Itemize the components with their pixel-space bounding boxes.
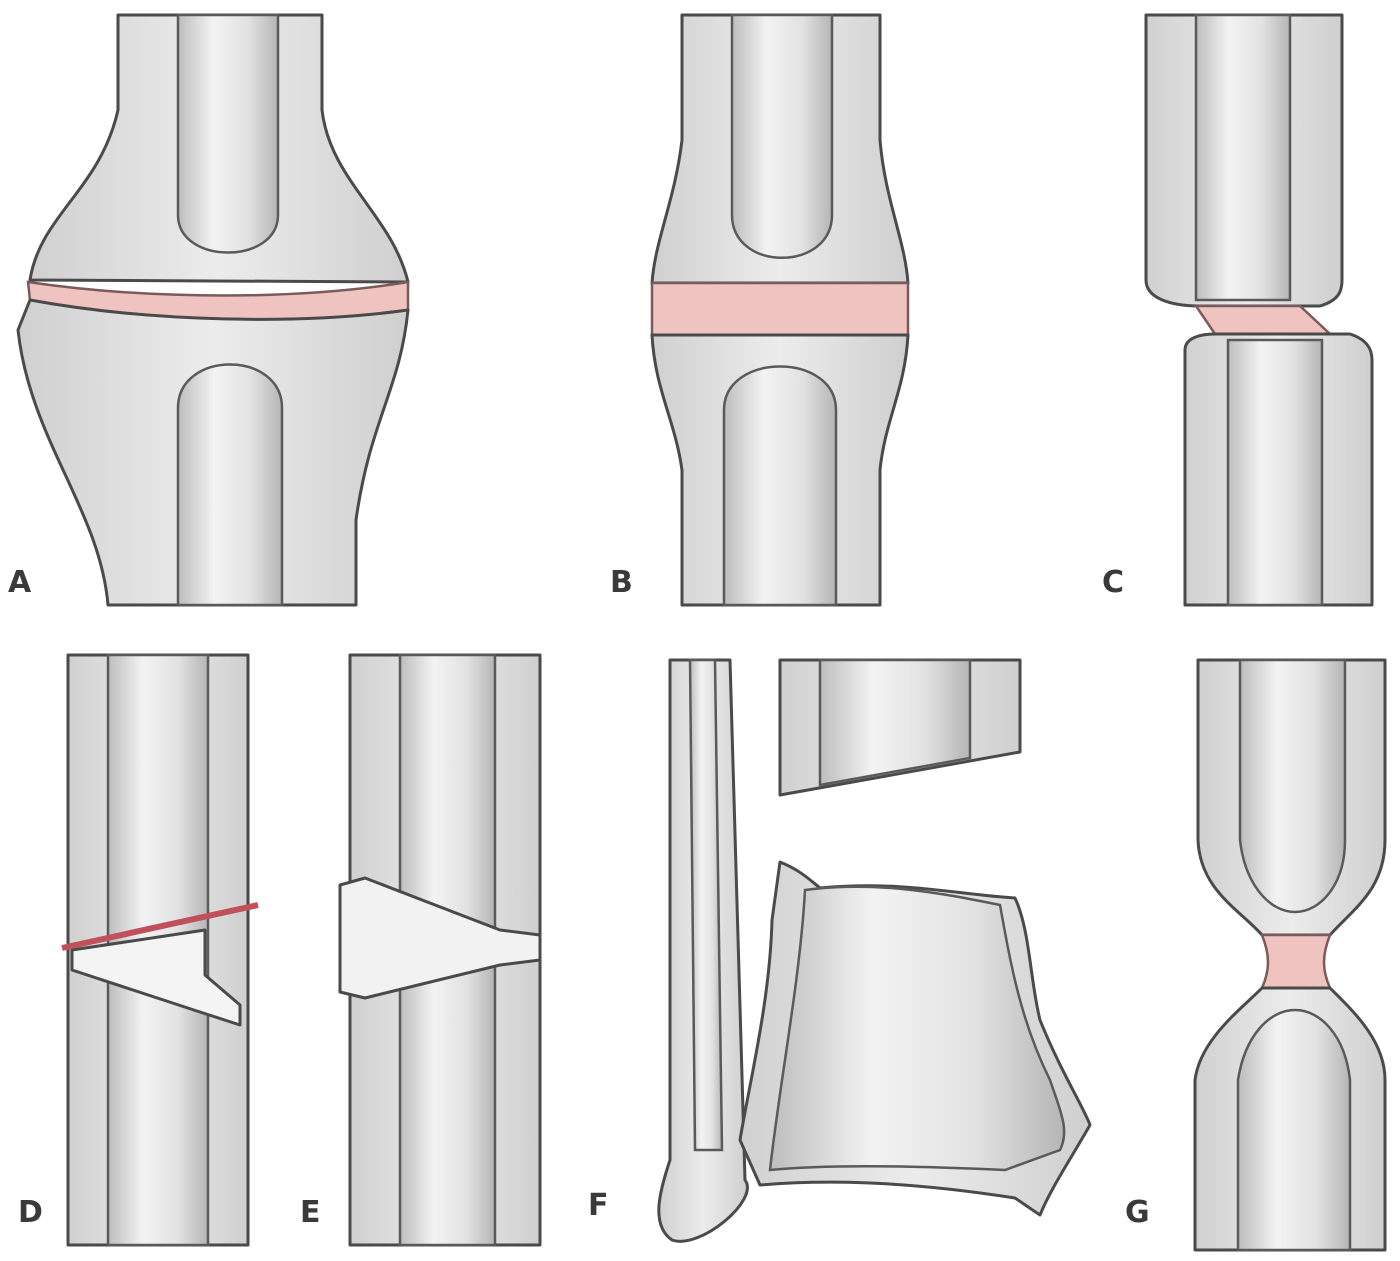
panel-c-joint [1146,15,1372,605]
panel-label-d: D [18,1195,44,1230]
panel-label-f: F [588,1188,610,1223]
panel-e-bone [340,655,540,1245]
panel-b-cartilage [652,283,908,335]
panel-label-b: B [610,565,634,600]
panel-b-lower-shaft [724,367,836,606]
panel-d-bone [62,655,258,1245]
panel-a-upper-shaft [178,15,278,253]
panel-label-a: A [8,565,32,600]
panel-label-c: C [1102,565,1125,600]
panel-c-lower-shaft [1228,340,1322,605]
panel-g-upper-shaft [1240,660,1345,912]
panel-g-cartilage [1262,935,1330,988]
panel-label-g: G [1125,1195,1151,1230]
panel-b-joint [652,15,908,605]
panel-f-vertical-inner [690,660,722,1150]
panel-g-lower-shaft [1238,1010,1350,1250]
panel-c-cartilage [1196,306,1330,334]
panel-f-bones [659,660,1090,1241]
panel-label-e: E [300,1195,322,1230]
panel-g-joint [1195,660,1385,1250]
panel-b-upper-shaft [732,15,832,258]
panel-a-joint [18,15,408,605]
panel-c-upper-shaft [1196,15,1290,300]
panel-a-lower-shaft [178,365,282,606]
